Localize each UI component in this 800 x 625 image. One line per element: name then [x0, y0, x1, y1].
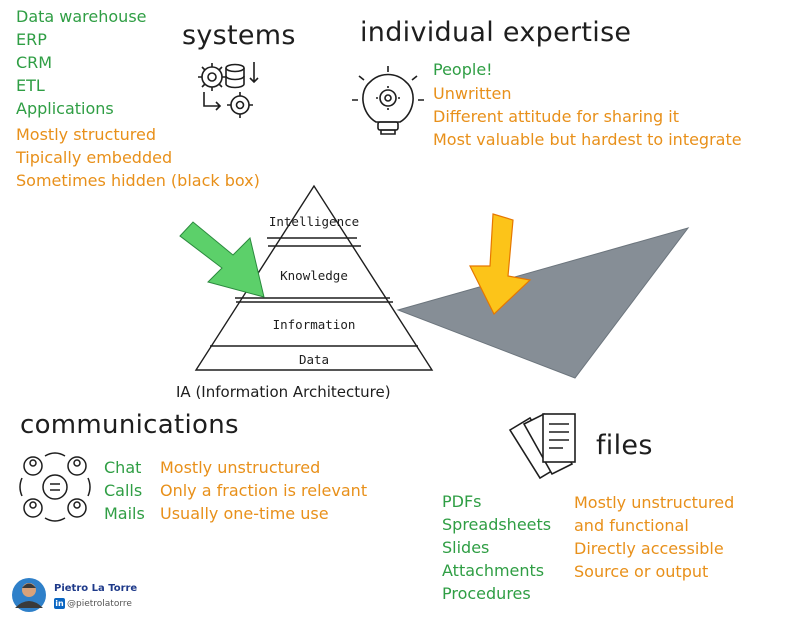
gray-wedge-shape [398, 228, 688, 378]
communications-traits: Mostly unstructured Only a fraction is r… [160, 456, 367, 525]
pyramid-level-knowledge: Knowledge [264, 268, 364, 283]
files-item: PDFs [442, 490, 551, 513]
files-item: Procedures [442, 582, 551, 605]
communications-trait: Usually one-time use [160, 502, 367, 525]
files-traits: Mostly unstructured and functional Direc… [574, 491, 734, 583]
files-item: Slides [442, 536, 551, 559]
systems-trait: Tipically embedded [16, 146, 260, 169]
people-chat-icon [20, 453, 90, 521]
expertise-trait: Different attitude for sharing it [433, 105, 742, 128]
systems-item: CRM [16, 51, 147, 74]
lightbulb-brain-icon [352, 66, 424, 134]
pyramid-level-information: Information [264, 317, 364, 332]
systems-item: ETL [16, 74, 147, 97]
pyramid-level-data: Data [264, 352, 364, 367]
files-trait: Source or output [574, 560, 734, 583]
expertise-trait: Unwritten [433, 82, 742, 105]
communications-list: Chat Calls Mails [104, 456, 145, 525]
expertise-item: People! [433, 58, 493, 81]
expertise-traits: Unwritten Different attitude for sharing… [433, 82, 742, 151]
systems-traits: Mostly structured Tipically embedded Som… [16, 123, 260, 192]
communications-item: Calls [104, 479, 145, 502]
files-list: PDFs Spreadsheets Slides Attachments Pro… [442, 490, 551, 605]
pyramid-caption: IA (Information Architecture) [176, 383, 391, 401]
avatar [12, 578, 46, 612]
files-heading: files [596, 430, 653, 461]
systems-item: ERP [16, 28, 147, 51]
systems-item: Applications [16, 97, 147, 120]
author-handle: @pietrolatorre [67, 599, 132, 609]
systems-trait: Mostly structured [16, 123, 260, 146]
systems-item: Data warehouse [16, 5, 147, 28]
green-arrow [180, 222, 264, 297]
gears-database-icon [198, 62, 258, 118]
communications-heading: communications [20, 410, 239, 440]
communications-trait: Mostly unstructured [160, 456, 367, 479]
author-name: Pietro La Torre [54, 583, 137, 594]
systems-heading: systems [182, 20, 296, 51]
files-item: Attachments [442, 559, 551, 582]
expertise-trait: Most valuable but hardest to integrate [433, 128, 742, 151]
linkedin-icon: in [54, 598, 65, 609]
pyramid-level-intelligence: Intelligence [264, 214, 364, 229]
systems-trait: Sometimes hidden (black box) [16, 169, 260, 192]
communications-item: Chat [104, 456, 145, 479]
files-trait: Directly accessible [574, 537, 734, 560]
expertise-heading: individual expertise [360, 17, 631, 48]
author-handle-row[interactable]: in@pietrolatorre [54, 598, 132, 609]
systems-list: Data warehouse ERP CRM ETL Applications [16, 5, 147, 120]
files-item: Spreadsheets [442, 513, 551, 536]
communications-item: Mails [104, 502, 145, 525]
files-trait: Mostly unstructured [574, 491, 734, 514]
documents-icon [510, 414, 575, 478]
files-trait: and functional [574, 514, 734, 537]
communications-trait: Only a fraction is relevant [160, 479, 367, 502]
